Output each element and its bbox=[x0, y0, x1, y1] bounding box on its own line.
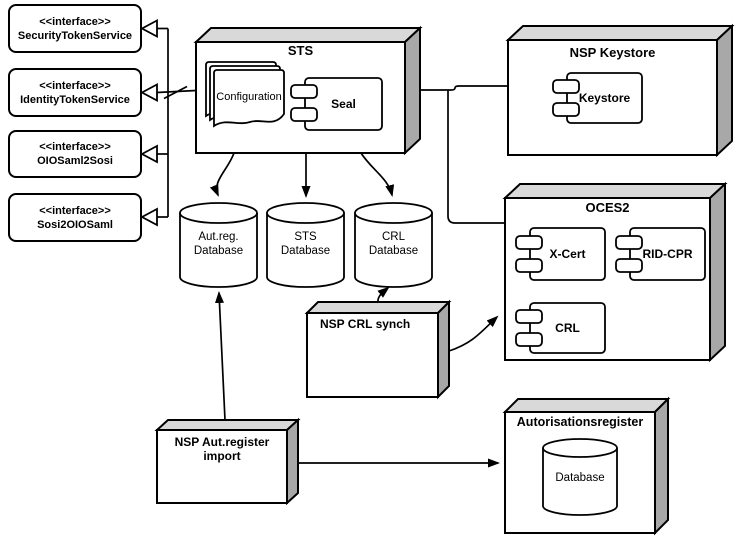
component-xcert-icon bbox=[515, 227, 606, 281]
interface-stereotype: <<interface>> bbox=[39, 15, 111, 28]
interface-stereotype: <<interface>> bbox=[39, 79, 111, 92]
component-keystore-icon bbox=[552, 72, 643, 124]
component-label-xcert: X-Cert bbox=[549, 247, 586, 261]
database-label-line1: STS bbox=[294, 231, 317, 243]
realization-arrowheads bbox=[140, 19, 158, 227]
arrow-sts-to-autreg-db bbox=[209, 152, 235, 197]
component-crl-icon bbox=[515, 302, 606, 354]
interface-name: OIOSaml2Sosi bbox=[37, 155, 113, 167]
database-label-autorisationsregister: Database bbox=[555, 472, 605, 484]
arrow-sts-to-crl-db bbox=[360, 152, 395, 197]
node-nsp-aut-register-import bbox=[154, 417, 301, 506]
component-label-seal: Seal bbox=[331, 97, 356, 111]
node-title-autorisationsregister: Autorisationsregister bbox=[516, 415, 644, 429]
interface-stereotype: <<interface>> bbox=[39, 204, 111, 217]
interface-box-identitytokenservice: <<interface>> IdentityTokenService bbox=[8, 68, 142, 117]
database-sts-icon bbox=[266, 202, 345, 288]
interface-box-oiosaml2sosi: <<interface>> OIOSaml2Sosi bbox=[8, 130, 142, 178]
arrow-crlsynch-to-oces2 bbox=[448, 315, 499, 352]
interface-box-securitytokenservice: <<interface>> SecurityTokenService bbox=[8, 4, 142, 53]
database-label-crl: CRL Database bbox=[355, 230, 432, 258]
arrow-autimport-to-autreg-db bbox=[214, 291, 226, 421]
component-label-ridcpr: RID-CPR bbox=[642, 247, 693, 261]
database-label-line2: Database bbox=[368, 245, 419, 257]
component-ridcpr-icon bbox=[615, 227, 706, 281]
component-label-crl: CRL bbox=[555, 321, 580, 335]
node-title-nsp-keystore: NSP Keystore bbox=[569, 45, 656, 60]
node-title-nsp-aut-register-import-line1: NSP Aut.register bbox=[174, 435, 270, 449]
node-title-nsp-crl-synch: NSP CRL synch bbox=[320, 317, 411, 331]
interface-name: SecurityTokenService bbox=[17, 29, 133, 42]
node-nsp-crl-synch bbox=[304, 299, 452, 400]
database-label-line2: Database bbox=[280, 245, 331, 257]
interface-connector-lines bbox=[156, 27, 197, 218]
database-label-line1: CRL bbox=[381, 231, 405, 243]
database-label-autreg: Aut.reg. Database bbox=[180, 230, 257, 258]
database-crl-icon bbox=[354, 202, 433, 288]
link-sts-keystore bbox=[420, 85, 508, 91]
interface-name: Sosi2OIOSaml bbox=[37, 218, 113, 231]
database-label-line1: Aut.reg. bbox=[198, 231, 239, 243]
interface-name: IdentityTokenService bbox=[20, 93, 130, 106]
component-label-keystore: Keystore bbox=[578, 91, 631, 105]
node-title-nsp-aut-register-import-line2: import bbox=[203, 449, 241, 463]
link-sts-oces2 bbox=[447, 90, 505, 224]
database-autorisationsregister-icon bbox=[542, 438, 618, 516]
database-label-line2: Database bbox=[193, 245, 244, 257]
node-title-oces2: OCES2 bbox=[585, 200, 630, 215]
artifact-configuration-icon bbox=[205, 61, 285, 128]
component-seal-icon bbox=[290, 77, 383, 131]
artifact-label-configuration: Configuration bbox=[216, 91, 282, 103]
database-label-sts: STS Database bbox=[267, 230, 344, 258]
node-title-sts: STS bbox=[287, 43, 314, 58]
interface-stereotype: <<interface>> bbox=[39, 141, 111, 153]
database-autreg-icon bbox=[179, 202, 258, 288]
interface-box-sosi2oiosaml: <<interface>> Sosi2OIOSaml bbox=[8, 193, 142, 242]
arrow-crlsynch-to-crl-db bbox=[377, 286, 390, 304]
